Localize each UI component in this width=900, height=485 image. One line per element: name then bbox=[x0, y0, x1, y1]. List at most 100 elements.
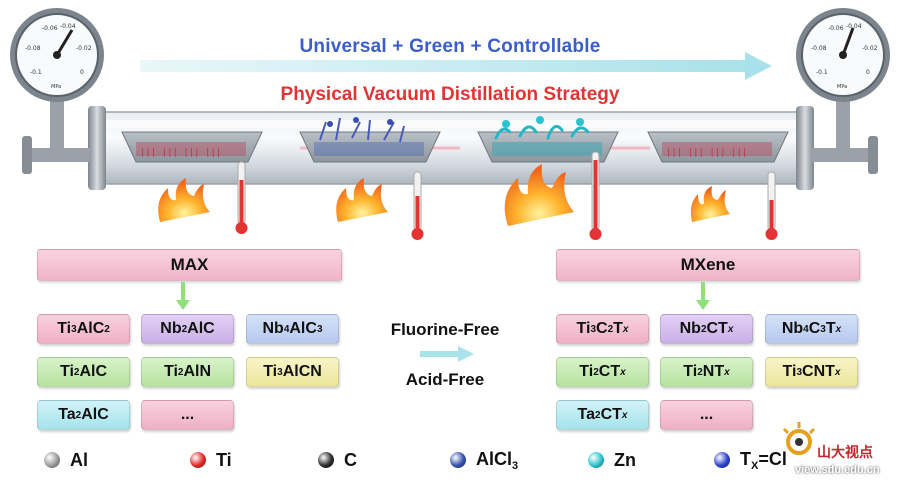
chip-sub: 2 bbox=[593, 366, 599, 378]
acid-free-label: Acid-Free bbox=[405, 370, 485, 389]
legend-item-zn: Zn bbox=[588, 447, 636, 473]
chip-base: Ti bbox=[782, 363, 797, 380]
mxene-down-arrow-icon bbox=[696, 282, 710, 310]
thermometer-icon-3 bbox=[589, 151, 602, 240]
chip-base: Ti bbox=[163, 363, 178, 380]
chip-x-subscript: x bbox=[620, 366, 626, 378]
chip-x-subscript: x bbox=[835, 323, 842, 335]
chip-base: Nb bbox=[262, 320, 284, 337]
chip-x-subscript: x bbox=[727, 323, 734, 335]
chip-base: Ti bbox=[579, 363, 594, 380]
left-gauge-tick-4: -0.02 bbox=[76, 45, 92, 52]
legend-label: AlCl3 bbox=[476, 448, 519, 472]
chip-sub: x bbox=[724, 367, 730, 378]
chip-mid: CT bbox=[600, 406, 622, 423]
right-gauge-tick-4: -0.02 bbox=[862, 45, 878, 52]
legend-atom-icon bbox=[318, 452, 334, 468]
tube-left-flange bbox=[88, 106, 106, 190]
flame-icon-1 bbox=[158, 178, 210, 222]
chip-x-subscript: x bbox=[622, 323, 629, 335]
legend-item-al: Al bbox=[44, 447, 88, 473]
chip-sub: 3 bbox=[590, 323, 597, 335]
mxene-phase-chip-8: ... bbox=[660, 400, 753, 430]
chip-base: ... bbox=[699, 406, 714, 423]
chip-sub: 4 bbox=[283, 323, 290, 335]
legend-label: Zn bbox=[614, 449, 636, 470]
chip-mid: AlC bbox=[289, 320, 317, 337]
crucible-boat-3 bbox=[477, 116, 619, 163]
left-gauge-tick-6: 0 bbox=[80, 69, 84, 76]
legend-atom-icon bbox=[714, 452, 730, 468]
chip-base: Ti bbox=[683, 363, 698, 380]
chip-mid: AlC bbox=[76, 320, 105, 337]
legend-item-t: TX=Cl bbox=[714, 447, 787, 473]
legend-atom-icon bbox=[190, 452, 206, 468]
thermometer-icon-4 bbox=[765, 171, 778, 240]
legend-label: Ti bbox=[216, 449, 232, 470]
chip-base: Ta bbox=[577, 406, 596, 423]
chip-sub: 3 bbox=[820, 323, 826, 335]
chip-mid: AlC bbox=[187, 320, 215, 337]
tube-right-flange bbox=[796, 106, 814, 190]
chip-base: Ti bbox=[263, 363, 278, 380]
vacuum-distillation-apparatus: -0.06 -0.04 -0.08 -0.02 -0.1 0 MPa -0.06… bbox=[10, 8, 890, 240]
chip-sub: x bbox=[623, 324, 629, 335]
legend-label: Al bbox=[70, 449, 88, 470]
chip-sub: 2 bbox=[181, 323, 188, 335]
chip-base: Nb bbox=[160, 320, 182, 337]
chip-sub: 2 bbox=[697, 366, 703, 378]
chip-mid: CT bbox=[706, 320, 728, 337]
legend-atom-icon bbox=[588, 452, 604, 468]
legend-atom-icon bbox=[450, 452, 466, 468]
right-gauge-stand bbox=[812, 100, 878, 174]
thermometer-icon-1 bbox=[235, 161, 248, 234]
subheadline: Physical Vacuum Distillation Strategy bbox=[280, 84, 620, 105]
watermark-logo-icon bbox=[782, 422, 816, 455]
chip-tail: T bbox=[825, 320, 836, 337]
chip-mid: AlCN bbox=[282, 363, 322, 380]
watermark-url: view.sdu.edu.cn bbox=[795, 464, 880, 476]
chip-sub: 4 bbox=[803, 323, 809, 335]
right-gauge-tick-5: -0.1 bbox=[816, 69, 828, 76]
crucible-boat-2 bbox=[299, 117, 441, 163]
chip-sub: 2 bbox=[700, 323, 707, 335]
legend-label: C bbox=[344, 449, 357, 470]
chip-sub: x bbox=[835, 367, 841, 378]
chip-x-subscript: x bbox=[724, 366, 730, 378]
chip-sub: 2 bbox=[607, 323, 614, 335]
chip-mid: CNT bbox=[802, 363, 835, 380]
chip-mid: NT bbox=[702, 363, 725, 380]
chip-sub: 2 bbox=[104, 323, 110, 335]
right-gauge-tick-6: 0 bbox=[866, 69, 870, 76]
flame-icon-2 bbox=[336, 178, 388, 222]
boat-1-material-icon: ||| ||| ||| ||| bbox=[140, 148, 221, 158]
fluorine-free-label: Fluorine-Free bbox=[390, 320, 500, 339]
chip-sub: 2 bbox=[75, 409, 82, 421]
process-arrow-icon bbox=[420, 346, 474, 362]
right-gauge-tick-1: -0.06 bbox=[828, 25, 844, 32]
chip-base: Ti bbox=[59, 363, 74, 380]
boat-4-material-icon: ||| ||| ||| ||| bbox=[666, 148, 747, 158]
right-gauge-unit: MPa bbox=[837, 84, 847, 90]
left-gauge-stand bbox=[22, 100, 90, 174]
left-gauge-unit: MPa bbox=[51, 84, 61, 90]
chip-mid: AlN bbox=[183, 363, 212, 380]
chip-mid: CT bbox=[598, 363, 621, 380]
mxene-label: MXene bbox=[556, 249, 860, 281]
chip-sub: 2 bbox=[595, 409, 601, 421]
max-label: MAX bbox=[37, 249, 342, 281]
left-gauge-tick-3: -0.08 bbox=[25, 45, 41, 52]
flame-icon-3 bbox=[504, 164, 574, 226]
legend-item-ti: Ti bbox=[190, 447, 232, 473]
chip-sub: 3 bbox=[277, 366, 283, 378]
